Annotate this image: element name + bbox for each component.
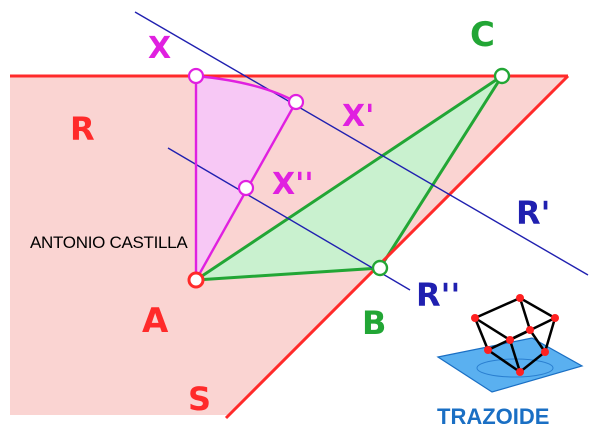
rotation-arc xyxy=(195,74,297,104)
label-x1: X' xyxy=(342,99,374,134)
point-a-marker xyxy=(187,271,205,289)
triangle-abc xyxy=(190,74,504,282)
label-line-r2: R'' xyxy=(416,276,460,314)
label-plane-r: R xyxy=(70,110,95,148)
point-x-marker xyxy=(187,67,205,85)
point-x2-marker xyxy=(237,179,255,197)
label-x: X xyxy=(148,31,171,66)
line-r2 xyxy=(167,147,411,291)
label-point-b: B xyxy=(362,304,386,342)
rotation-region xyxy=(196,76,296,280)
cube-vertices xyxy=(471,294,559,376)
label-point-c: C xyxy=(470,15,495,55)
point-x1-marker xyxy=(287,93,305,111)
label-plane-s: S xyxy=(188,380,211,418)
author-credit: ANTONIO CASTILLA xyxy=(30,233,188,252)
trazoide-logo: TRAZOIDE xyxy=(436,294,584,429)
logo-brand-text: TRAZOIDE xyxy=(437,404,549,429)
label-line-r1: R' xyxy=(516,194,550,232)
point-b-marker xyxy=(371,259,389,277)
point-c-marker xyxy=(493,67,511,85)
plane-s-trace xyxy=(224,74,570,420)
label-x2: X'' xyxy=(272,167,314,202)
label-point-a: A xyxy=(142,301,169,341)
line-r1 xyxy=(134,11,589,276)
